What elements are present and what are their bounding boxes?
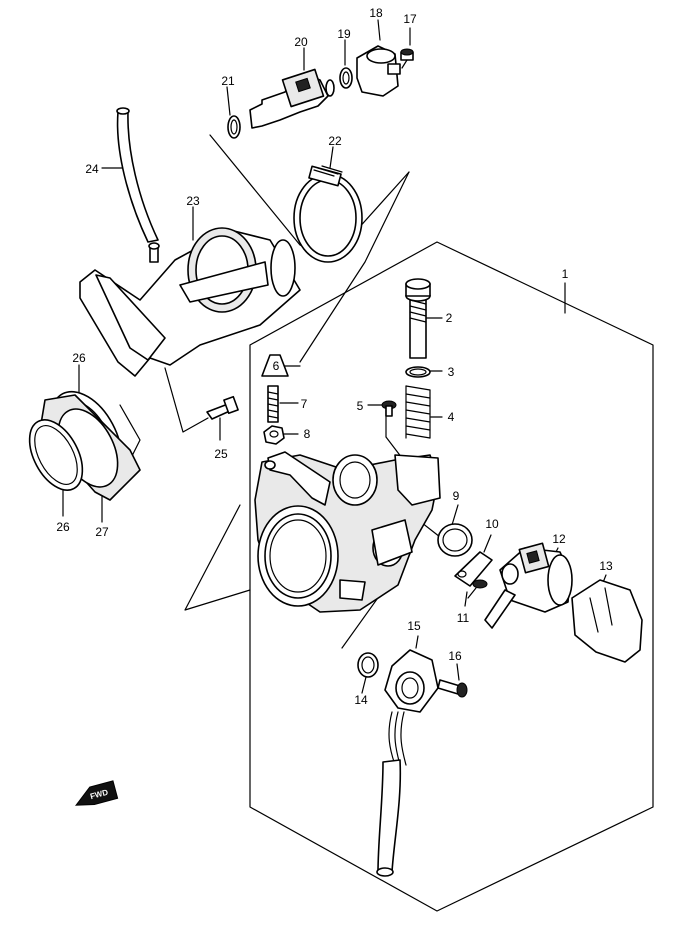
- gasket-26b: [28, 419, 84, 491]
- spring-4: [405, 385, 431, 439]
- bolt-25: [206, 395, 239, 420]
- stud-7: [267, 385, 279, 423]
- screw-16: [437, 679, 468, 698]
- callout-label-15: 15: [407, 619, 421, 633]
- nut-8: [263, 425, 285, 445]
- intake-pipe: [79, 227, 301, 377]
- callout-label-25: 25: [214, 447, 228, 461]
- iac-valve-12: [484, 542, 573, 629]
- callout-label-24: 24: [85, 162, 99, 176]
- screw-5: [381, 400, 397, 417]
- callout-label-4: 4: [448, 410, 455, 424]
- assembly-box-outline: [249, 241, 654, 912]
- callout-label-19: 19: [337, 27, 351, 41]
- callout-label-20: 20: [294, 35, 308, 49]
- callout-label-17: 17: [403, 12, 417, 26]
- callout-label-13: 13: [599, 559, 613, 573]
- callout-label-9: 9: [453, 489, 460, 503]
- o-ring-19: [339, 67, 353, 89]
- callout-label-22: 22: [328, 134, 342, 148]
- screw-17: [400, 48, 414, 69]
- fwd-arrow-icon: [74, 780, 119, 806]
- tps-sensor-15: [376, 649, 439, 877]
- callout-label-16: 16: [448, 649, 462, 663]
- callout-label-18: 18: [369, 6, 383, 20]
- adjust-screw-2: [405, 278, 431, 359]
- callout-label-7: 7: [301, 397, 308, 411]
- o-ring-3: [405, 366, 431, 378]
- callout-label-14: 14: [354, 693, 368, 707]
- callout-label-23: 23: [186, 194, 200, 208]
- callout-label-27: 27: [95, 525, 109, 539]
- callout-label-3: 3: [448, 365, 455, 379]
- throttle-body: [254, 451, 441, 613]
- injector-20: [249, 68, 335, 129]
- callout-label-12: 12: [552, 532, 566, 546]
- plate-10: [454, 551, 493, 587]
- o-ring-9: [437, 523, 473, 557]
- hose-clamp-22: [293, 165, 363, 263]
- callout-label-1: 1: [562, 267, 569, 281]
- callout-label-2: 2: [446, 311, 453, 325]
- o-ring-14: [357, 652, 379, 678]
- o-ring-21: [227, 115, 241, 139]
- callout-label-8: 8: [304, 427, 311, 441]
- vent-hose: [116, 107, 159, 243]
- callout-label-6: 6: [273, 359, 280, 373]
- cap-18: [356, 45, 401, 97]
- callout-label-10: 10: [485, 517, 499, 531]
- callout-label-21: 21: [221, 74, 235, 88]
- cap-6: [261, 354, 289, 377]
- callout-label-5: 5: [357, 399, 364, 413]
- callout-label-26b: 26: [56, 520, 70, 534]
- callout-label-26a: 26: [72, 351, 86, 365]
- callout-label-11: 11: [457, 611, 470, 625]
- cover-13: [571, 579, 643, 663]
- screw-11: [467, 579, 488, 599]
- callout-labels: 1234567891011121314151617181920212223242…: [56, 6, 613, 707]
